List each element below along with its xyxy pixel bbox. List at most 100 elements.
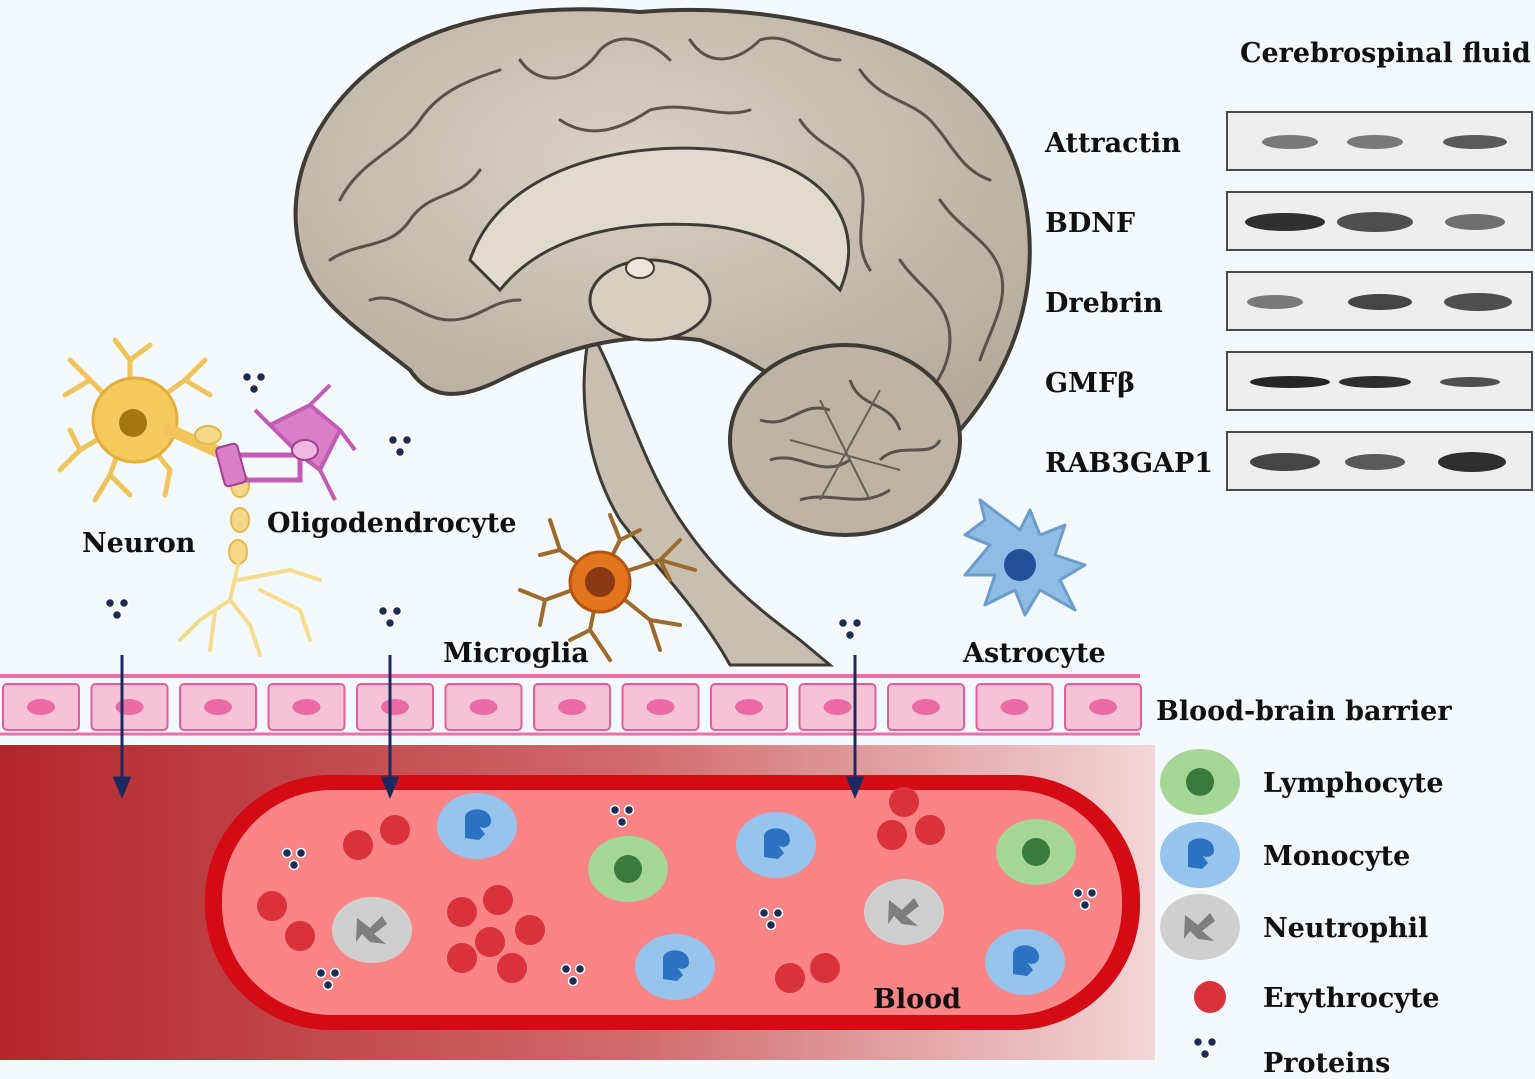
label-astrocyte: Astrocyte	[962, 638, 1106, 669]
arrow-right-head	[845, 776, 865, 799]
proteins-icon	[758, 907, 784, 931]
label-blood-brain-barrier: Blood-brain barrier	[1156, 696, 1452, 727]
blot-row: GMFβ	[1045, 351, 1533, 411]
bbb-endothelial-cell	[444, 683, 523, 731]
astrocyte-icon	[963, 498, 1087, 617]
legend-item: Lymphocyte	[1160, 749, 1444, 815]
erythrocyte-icon	[810, 953, 840, 983]
bbb-endothelial-cell	[621, 683, 700, 731]
lymphocyte-icon	[588, 836, 668, 902]
erythrocyte-icon	[775, 963, 805, 993]
neuron-icon	[57, 337, 322, 657]
bbb-endothelial-cell	[798, 683, 877, 731]
bbb-endothelial-cell	[2, 683, 80, 731]
legend-item: Proteins	[1192, 1036, 1390, 1079]
erythrocyte-icon	[889, 787, 919, 817]
erythrocyte-icon	[447, 897, 477, 927]
microglia-icon	[518, 513, 697, 662]
blot-band	[1245, 213, 1325, 231]
bbb-endothelial-cell	[179, 683, 257, 731]
brainstem	[582, 325, 835, 667]
proteins-icon	[241, 371, 267, 395]
legend-label: Erythrocyte	[1263, 983, 1440, 1014]
blot-band	[1247, 295, 1303, 309]
blot-band	[1262, 135, 1318, 149]
blot-row: Attractin	[1044, 111, 1533, 171]
erythrocyte-icon	[447, 943, 477, 973]
erythrocyte-icon	[475, 927, 505, 957]
monocyte-icon	[1160, 822, 1240, 888]
label-neuron: Neuron	[82, 528, 196, 559]
monocyte-icon	[437, 793, 517, 859]
cerebellum	[728, 343, 962, 537]
blot-band	[1250, 453, 1320, 471]
blood-brain-barrier	[0, 674, 1142, 736]
erythrocyte-icon	[285, 921, 315, 951]
monocyte-icon	[985, 929, 1065, 995]
brain-illustration	[293, 7, 1032, 667]
blot-protein-label: Attractin	[1044, 128, 1181, 159]
proteins-icon	[609, 804, 635, 828]
blot-band	[1348, 294, 1412, 310]
proteins-icon	[1072, 887, 1098, 911]
arrow-left-head	[112, 776, 132, 799]
arrow-middle-head	[380, 776, 400, 799]
legend: LymphocyteMonocyteNeutrophilErythrocyteP…	[1160, 749, 1444, 1079]
legend-item: Erythrocyte	[1194, 981, 1440, 1014]
label-microglia: Microglia	[443, 638, 589, 669]
label-blood: Blood	[873, 984, 961, 1015]
lymphocyte-icon	[996, 819, 1076, 885]
bbb-endothelial-cell	[267, 683, 346, 731]
blot-band	[1440, 377, 1500, 387]
bbb-endothelial-cell	[356, 683, 434, 731]
bbb-endothelial-cell	[710, 683, 788, 731]
blot-band	[1444, 293, 1512, 311]
erythrocyte-icon	[1194, 981, 1226, 1013]
blot-band	[1337, 212, 1413, 232]
blot-protein-label: RAB3GAP1	[1045, 448, 1213, 479]
erythrocyte-icon	[497, 953, 527, 983]
blood-cells	[257, 787, 1076, 1000]
blot-band	[1445, 214, 1505, 230]
transport-arrows	[112, 655, 865, 799]
blot-band	[1345, 454, 1405, 470]
erythrocyte-icon	[877, 820, 907, 850]
erythrocyte-icon	[343, 830, 373, 860]
blood-vessel	[0, 745, 1155, 1060]
lymphocyte-icon	[1160, 749, 1240, 815]
bbb-endothelial-cell	[975, 683, 1054, 731]
neutrophil-icon	[1160, 894, 1240, 960]
bbb-endothelial-cell	[1064, 683, 1142, 731]
neutrophil-icon	[332, 897, 412, 963]
blot-row: Drebrin	[1045, 271, 1533, 331]
legend-item: Monocyte	[1160, 822, 1410, 888]
corpus-callosum	[468, 146, 851, 293]
blot-band	[1250, 376, 1330, 388]
neutrophil-icon	[864, 879, 944, 945]
proteins-icon	[837, 617, 863, 641]
proteins-icon	[315, 967, 341, 991]
proteins-icon	[104, 597, 130, 621]
erythrocyte-icon	[380, 815, 410, 845]
protein-dots	[104, 371, 1098, 991]
blot-row: BDNF	[1045, 191, 1533, 251]
oligodendrocyte-icon	[215, 383, 357, 501]
legend-label: Proteins	[1263, 1048, 1390, 1075]
monocyte-icon	[736, 812, 816, 878]
proteins-icon	[281, 847, 307, 871]
proteins-icon	[1192, 1036, 1218, 1060]
erythrocyte-icon	[483, 885, 513, 915]
blot-band	[1347, 135, 1403, 149]
blot-protein-label: Drebrin	[1045, 288, 1163, 319]
csf-title: Cerebrospinal fluid	[1240, 38, 1531, 69]
blot-band	[1438, 452, 1506, 472]
blot-band	[1339, 376, 1411, 388]
legend-label: Monocyte	[1263, 841, 1410, 872]
label-oligodendrocyte: Oligodendrocyte	[267, 508, 517, 539]
proteins-icon	[387, 434, 413, 458]
erythrocyte-icon	[515, 915, 545, 945]
monocyte-icon	[635, 934, 715, 1000]
